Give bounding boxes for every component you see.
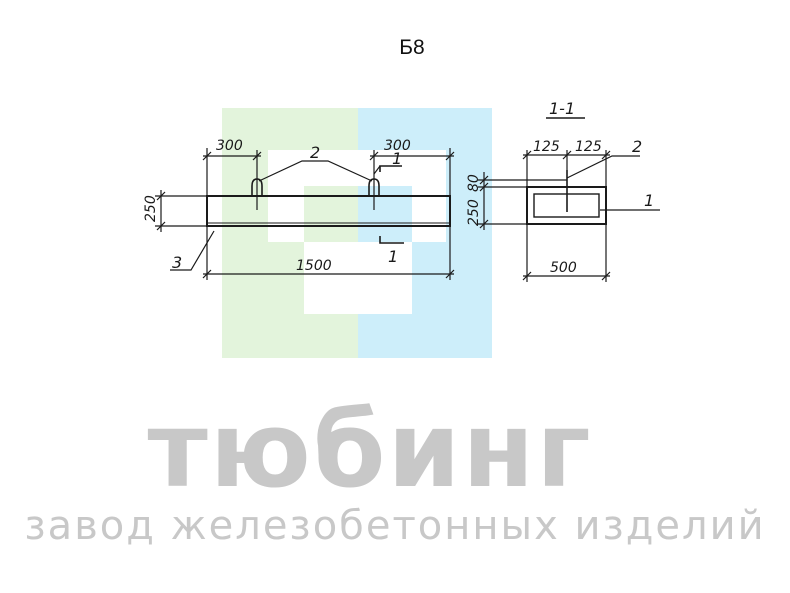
tick: [479, 175, 489, 185]
dim-text-section-80: 80: [466, 174, 482, 192]
dim-text-length-1500: 1500: [296, 258, 332, 274]
tick: [522, 271, 532, 281]
watermark-logo-inner-blue: [358, 186, 412, 242]
callout-label-section-loop: 2: [632, 137, 642, 156]
tick: [156, 191, 166, 201]
section-mark-bottom-label: 1: [388, 247, 398, 266]
watermark-logo-cutout-bottom: [304, 242, 412, 314]
tick: [601, 150, 611, 160]
dim-text-height-250: 250: [143, 195, 159, 222]
tick: [445, 151, 455, 161]
section-label: 1-1: [549, 99, 575, 118]
tick: [479, 182, 489, 192]
drawing-title: Б8: [399, 36, 425, 59]
section-mark-bottom: [379, 236, 404, 244]
tick: [202, 151, 212, 161]
tick: [156, 221, 166, 231]
callout-label-body: 3: [172, 253, 182, 272]
tick: [601, 271, 611, 281]
section-mark-top-arrow: [373, 165, 381, 175]
beam-front-outline: [206, 195, 451, 227]
watermark-brand-name: тюбинг: [147, 389, 593, 511]
dim-text-right-300: 300: [384, 138, 411, 154]
tick: [479, 219, 489, 229]
dim-text-section-125-right: 125: [575, 139, 602, 155]
tick: [252, 151, 262, 161]
watermark-logo-inner-green: [304, 186, 358, 242]
tick: [562, 150, 572, 160]
callout-leader-section-loop: [566, 155, 640, 179]
tick: [202, 269, 212, 279]
dim-text-section-250: 250: [466, 199, 482, 226]
callout-leader-body: [170, 230, 215, 271]
callout-label-section-body: 1: [644, 191, 654, 210]
callout-label-loops: 2: [310, 143, 320, 162]
callout-leader-loops: [258, 160, 373, 182]
tick: [522, 150, 532, 160]
watermark-logo: [222, 108, 492, 358]
dim-text-section-500: 500: [550, 260, 577, 276]
section-mark-top-label: 1: [392, 149, 402, 168]
dim-text-left-300: 300: [216, 138, 243, 154]
watermark-tagline: завод железобетонных изделий: [24, 503, 766, 549]
dim-text-section-125-left: 125: [533, 139, 560, 155]
tick: [369, 151, 379, 161]
tick: [445, 269, 455, 279]
